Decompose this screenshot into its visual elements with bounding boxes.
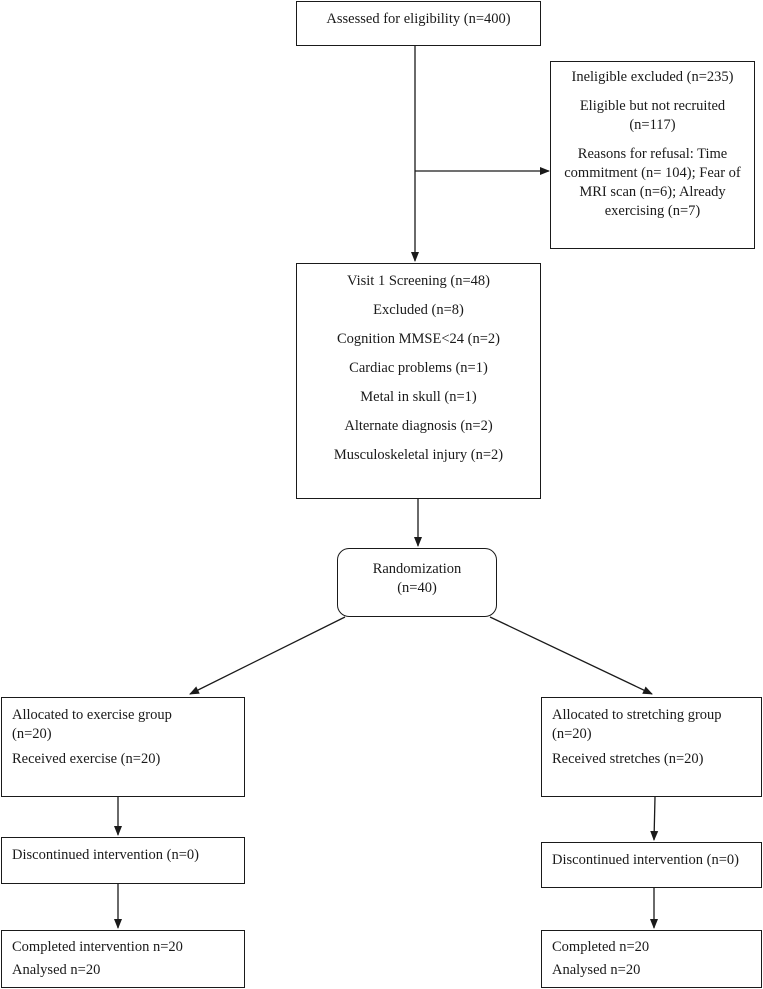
exercise-discontinued-box: Discontinued intervention (n=0) (1, 837, 245, 884)
exclusion-reason-cardiac: Cardiac problems (n=1) (349, 360, 488, 376)
stretching-completed: Completed n=20 (552, 939, 650, 955)
randomization-label: Randomization (372, 561, 462, 577)
refusal-reasons: Reasons for refusal: Time commitment (n=… (564, 146, 741, 219)
exclusion-box: Ineligible excluded (n=235) Eligible but… (550, 61, 755, 249)
arrow-stretching-allocated-to-discontinued (650, 796, 659, 841)
screening-title: Visit 1 Screening (n=48) (346, 273, 491, 289)
stretching-analysed: Analysed n=20 (552, 962, 641, 978)
stretching-received: Received stretches (n=20) (552, 751, 704, 767)
stretching-completion-box: Completed n=20 Analysed n=20 (541, 930, 762, 988)
screening-box: Visit 1 Screening (n=48) Excluded (n=8) … (296, 263, 541, 499)
exclusion-reason-cognition: Cognition MMSE<24 (n=2) (337, 331, 500, 347)
exercise-discontinued: Discontinued intervention (n=0) (12, 847, 199, 863)
exercise-completed: Completed intervention n=20 (12, 939, 183, 955)
eligible-not-recruited: Eligible but not recruited (n=117) (579, 98, 726, 133)
screening-excluded: Excluded (n=8) (373, 302, 464, 318)
randomization-box: Randomization (n=40) (337, 548, 497, 617)
exclusion-reason-musculoskeletal: Musculoskeletal injury (n=2) (333, 447, 504, 463)
exclusion-reason-metal: Metal in skull (n=1) (360, 389, 477, 405)
arrow-randomization-to-stretching (489, 616, 653, 695)
arrow-randomization-to-exercise (189, 616, 346, 695)
stretching-allocation-box: Allocated to stretching group (n=20) Rec… (541, 697, 762, 797)
randomization-count: (n=40) (397, 580, 437, 596)
exercise-allocated: Allocated to exercise group (n=20) (12, 707, 172, 742)
exercise-allocation-box: Allocated to exercise group (n=20) Recei… (1, 697, 245, 797)
exercise-analysed: Analysed n=20 (12, 962, 101, 978)
assessed-label: Assessed for eligibility (n=400) (326, 11, 511, 27)
assessed-box: Assessed for eligibility (n=400) (296, 1, 541, 46)
stretching-discontinued: Discontinued intervention (n=0) (552, 852, 739, 868)
exercise-completion-box: Completed intervention n=20 Analysed n=2… (1, 930, 245, 988)
ineligible-excluded: Ineligible excluded (n=235) (571, 69, 734, 85)
stretching-allocated: Allocated to stretching group (n=20) (552, 707, 722, 742)
exclusion-reason-diagnosis: Alternate diagnosis (n=2) (344, 418, 493, 434)
exercise-received: Received exercise (n=20) (12, 751, 161, 767)
stretching-discontinued-box: Discontinued intervention (n=0) (541, 842, 762, 888)
